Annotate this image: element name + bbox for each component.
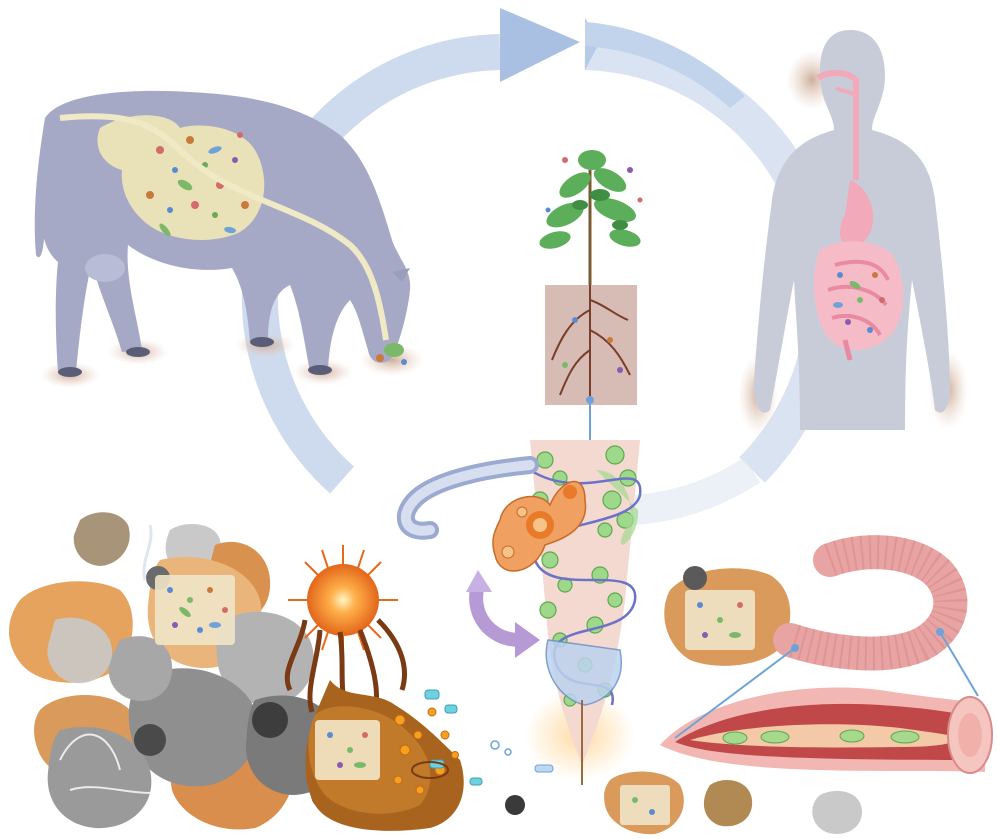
cow-icon	[35, 91, 424, 388]
fungus-icon	[287, 545, 553, 831]
human-icon	[738, 30, 968, 435]
plant-icon	[537, 150, 642, 440]
purple-rotation-arrow	[466, 570, 540, 658]
arrowhead-left	[500, 8, 580, 82]
soil-aggregates-icon	[9, 512, 342, 829]
